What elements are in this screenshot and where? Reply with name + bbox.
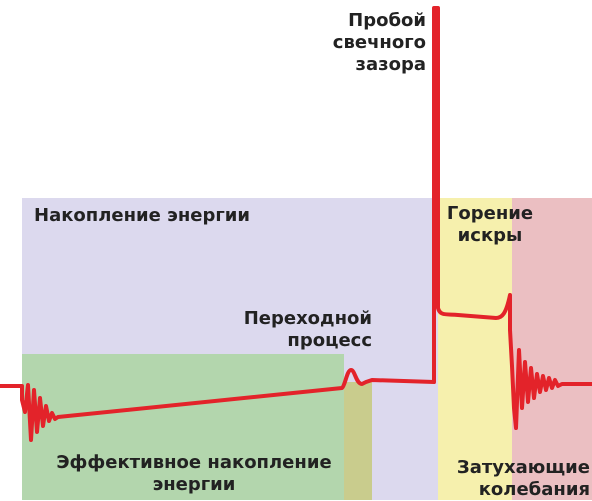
transition-zone bbox=[344, 382, 372, 500]
damped-oscillation-label: Затухающие колебания bbox=[440, 457, 590, 501]
effective-label-line-2: энергии bbox=[152, 474, 236, 495]
effective-accumulation-label: Эффективное накопление энергии bbox=[44, 452, 344, 496]
burning-label-line-1: Горение bbox=[446, 203, 534, 224]
spark-burning-zone bbox=[438, 198, 512, 500]
effective-accumulation-zone bbox=[22, 354, 344, 500]
voltage-signal-curve bbox=[0, 6, 592, 442]
breakdown-label-line-3: зазора bbox=[355, 54, 426, 75]
effective-label-line-1: Эффективное накопление bbox=[56, 452, 332, 473]
damped-oscillation-zone bbox=[512, 198, 592, 500]
transition-label-line-1: Переходной bbox=[243, 308, 372, 329]
breakdown-label-line-2: свечного bbox=[332, 32, 426, 53]
spark-burning-label: Горение искры bbox=[440, 203, 540, 247]
accumulation-label-text: Накопление энергии bbox=[34, 205, 250, 226]
breakdown-label-line-1: Пробой bbox=[348, 10, 426, 31]
burning-label-line-2: искры bbox=[457, 225, 523, 246]
decay-label-line-2: колебания bbox=[478, 479, 590, 500]
transition-label: Переходной процесс bbox=[222, 308, 372, 352]
decay-label-line-1: Затухающие bbox=[456, 457, 590, 478]
accumulation-label: Накопление энергии bbox=[34, 205, 250, 227]
breakdown-label: Пробой свечного зазора bbox=[300, 10, 426, 76]
transition-label-line-2: процесс bbox=[287, 330, 372, 351]
